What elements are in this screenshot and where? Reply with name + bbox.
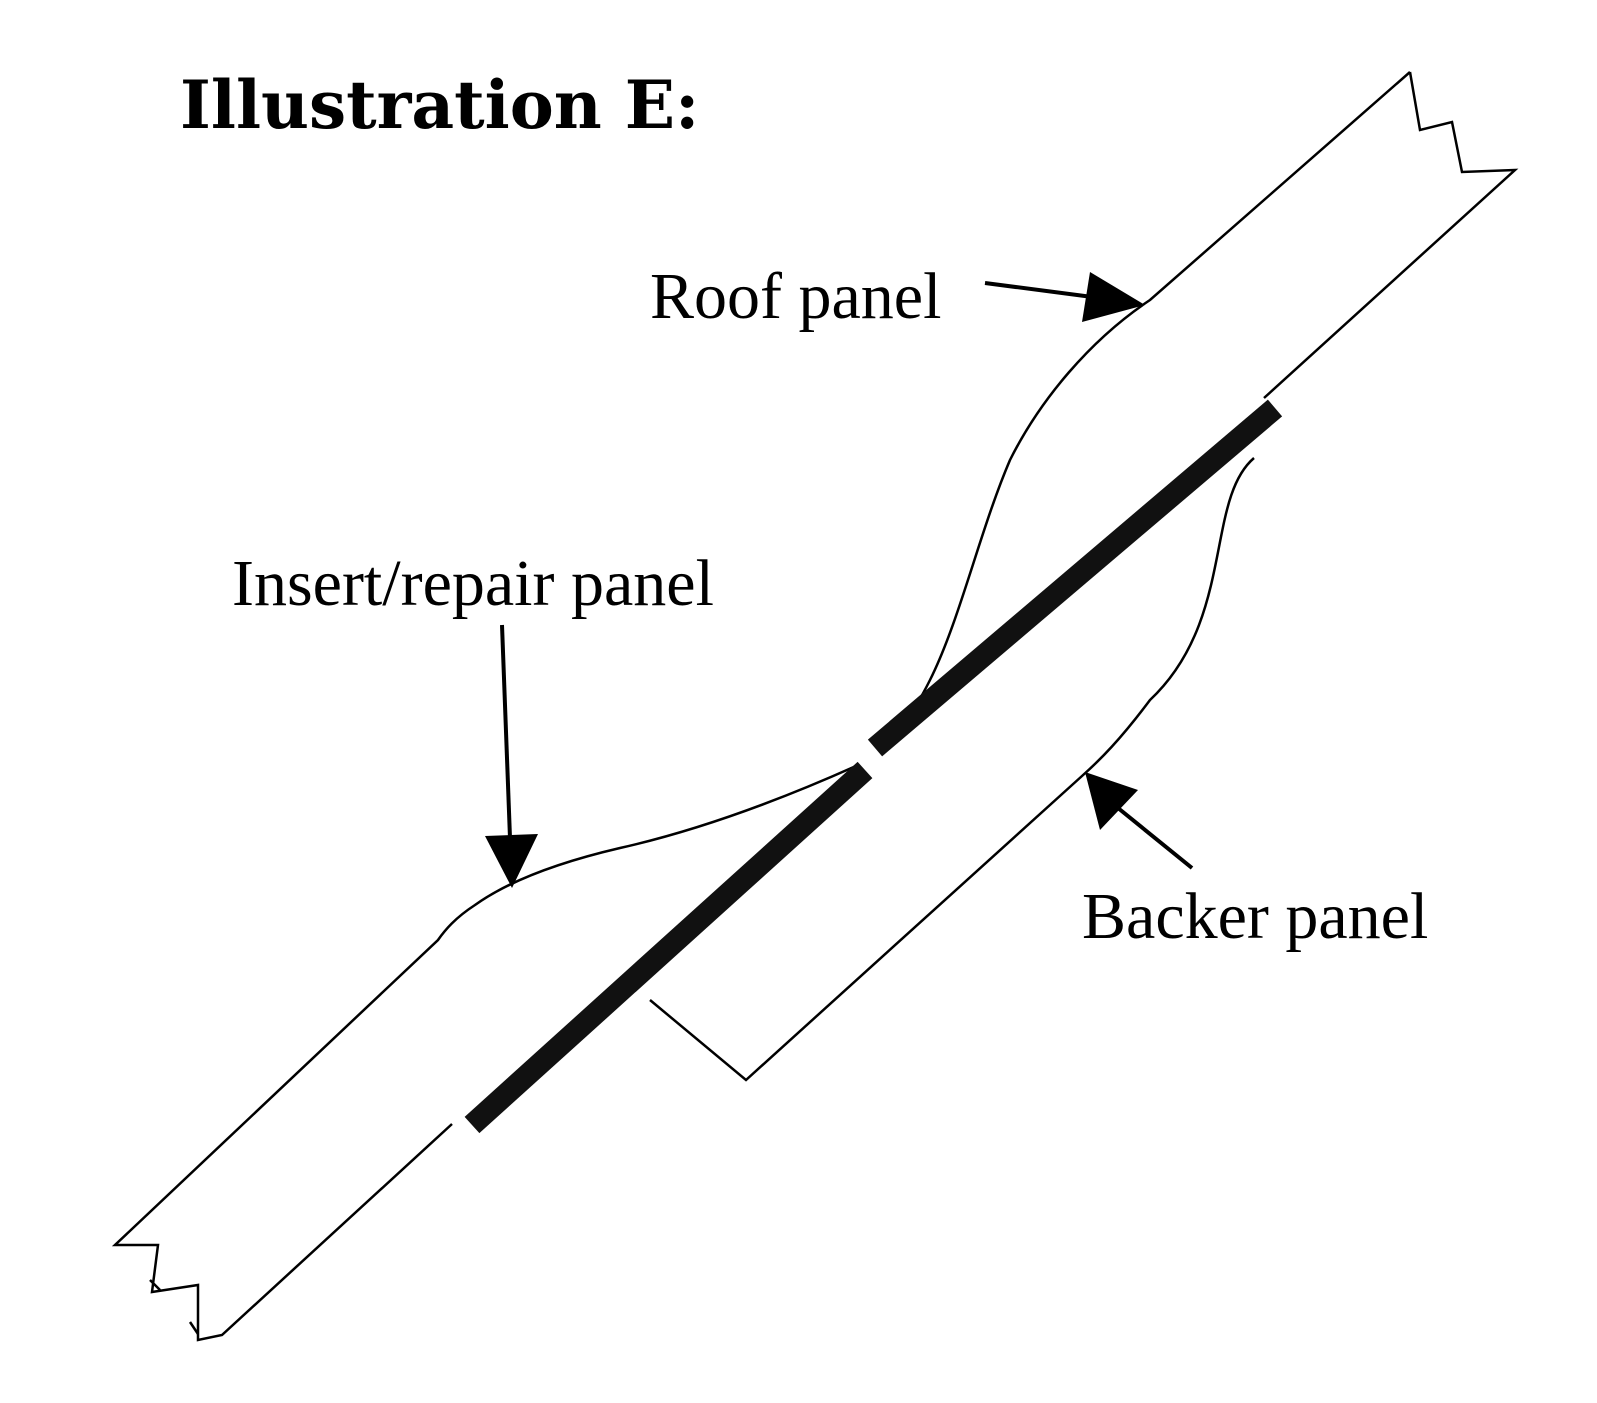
roof-panel-label: Roof panel	[650, 260, 941, 333]
roof-panel-top-edge	[881, 71, 1411, 749]
insert-repair-panel-arrow-line	[500, 624, 512, 839]
roof-panel-outline	[649, 71, 1519, 1082]
insert-repair-panel-arrow-head	[485, 834, 538, 888]
backer-panel-arrow-head	[1085, 772, 1138, 830]
diagram-title: Illustration E:	[180, 66, 699, 144]
lower-adhesive-strip	[464, 761, 873, 1134]
insert-repair-panel-outline	[111, 764, 857, 1342]
backer-panel-arrow-line	[1116, 806, 1194, 870]
panel-tear-fragment	[149, 1279, 200, 1335]
upper-adhesive-strip	[867, 399, 1283, 757]
insert-repair-panel-label: Insert/repair panel	[232, 547, 714, 620]
roof-panel-arrow-head	[1082, 272, 1145, 322]
backer-panel-label: Backer panel	[1082, 880, 1428, 953]
roof-panel-arrow-line	[984, 281, 1101, 300]
